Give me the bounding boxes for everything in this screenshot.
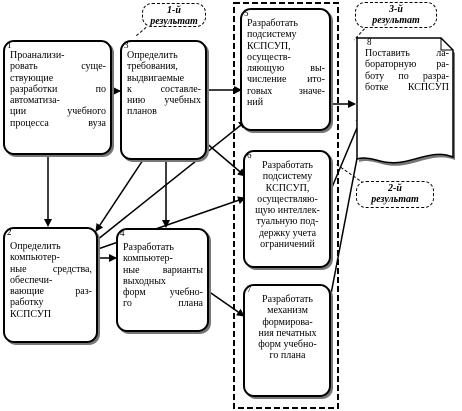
doc-shape [356, 37, 454, 164]
box-2-number: 2 [7, 227, 12, 237]
result-callout-2: 2-й результат [356, 181, 434, 208]
box-3-text: Определить требования, выдвигаемые к сос… [127, 50, 201, 118]
callout-tail-1 [135, 23, 151, 37]
box-5-number: 5 [244, 8, 249, 18]
box-8-text: Поставить ла- бораторную ра- боту по раз… [365, 48, 449, 93]
box-8-number: 8 [367, 37, 372, 47]
box-1-number: 1 [7, 40, 12, 50]
arrow-2-5 [96, 120, 247, 241]
box-1-text: Проанализи- ровать суще- ствующие разраб… [10, 50, 106, 129]
box-7: 7 Разработать механизм формирова- ния пе… [243, 284, 331, 397]
arrow-3-2 [95, 159, 144, 232]
box-6: 6 Разработать подсистему КСПСУП, осущест… [243, 150, 331, 268]
result-callout-3: 3-й результат [355, 2, 437, 28]
box-2: 2 Определить компьютер- ные средства, об… [3, 227, 98, 343]
box-2-text: Определить компьютер- ные средства, обес… [10, 241, 92, 320]
box-7-text: Разработать механизм формирова- ния печа… [258, 294, 317, 362]
group-frame [233, 2, 339, 409]
arrow-4-7 [207, 290, 245, 317]
box-5: 5 Разработать подсистему КСПСУП, осущест… [240, 8, 331, 131]
box-3: 3 Определить требования, выдвигаемые к с… [120, 40, 207, 160]
box-4: 4 Разработать компьютер- ные варианты вы… [116, 228, 209, 332]
result-callout-1: 1-й результат [142, 3, 206, 27]
box-8-document: 8 Поставить ла- бораторную ра- боту по р… [357, 36, 453, 160]
doc-fold [440, 38, 453, 51]
box-4-number: 4 [120, 228, 125, 238]
box-5-text: Разработать подсистему КСПСУП, осуществ-… [247, 18, 325, 109]
box-7-number: 7 [247, 284, 252, 294]
box-3-number: 3 [124, 40, 129, 50]
box-6-text: Разработать подсистему КСПСУП, осуществл… [255, 160, 320, 251]
box-6-number: 6 [247, 150, 252, 160]
box-1: 1 Проанализи- ровать суще- ствующие разр… [3, 40, 112, 155]
box-4-text: Разработать компьютер- ные варианты выхо… [123, 242, 203, 310]
